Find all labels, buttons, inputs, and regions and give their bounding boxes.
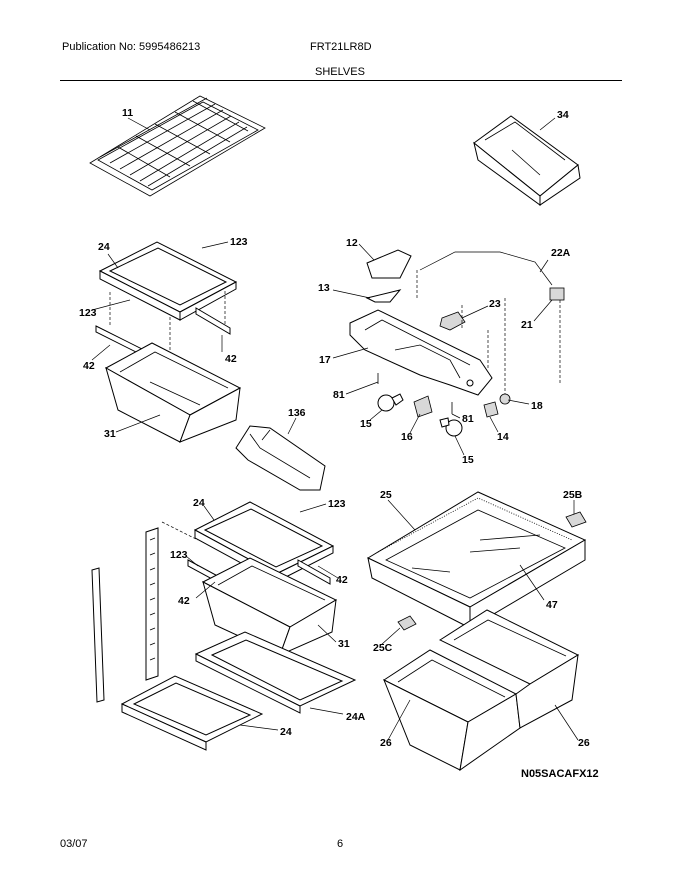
callout-17: 17 [319, 354, 331, 366]
callout-23: 23 [489, 298, 501, 310]
callout-21: 21 [521, 319, 533, 331]
callout-136: 136 [288, 407, 306, 419]
page-number: 6 [337, 838, 344, 850]
glass-shelf-24a[interactable] [194, 631, 357, 714]
light-socket[interactable] [413, 395, 433, 418]
crisper-cover-frame[interactable] [366, 491, 587, 629]
dairy-bin[interactable] [473, 115, 581, 206]
callout-42: 42 [83, 360, 95, 372]
publication-number: Publication No: 5995486213 [62, 41, 201, 53]
callout-25c: 25C [373, 642, 393, 654]
callout-34: 34 [557, 109, 569, 121]
callout-14: 14 [497, 431, 509, 443]
callout-31: 31 [104, 428, 116, 440]
damper-control[interactable] [365, 289, 402, 303]
callout-15: 15 [360, 418, 372, 430]
wire-harness[interactable] [419, 251, 565, 301]
callout-123: 123 [230, 236, 248, 248]
switch-button[interactable] [499, 393, 511, 405]
crisper-drawer-lower[interactable] [201, 557, 338, 656]
section-title: SHELVES [315, 66, 365, 78]
model-number: FRT21LR8D [310, 41, 372, 53]
divider-insert[interactable] [235, 425, 326, 491]
callout-25: 25 [380, 489, 392, 501]
callout-24a: 24A [346, 711, 366, 723]
light-bulb-left[interactable] [377, 393, 404, 412]
callout-22a: 22A [551, 247, 571, 259]
callout-26: 26 [578, 737, 590, 749]
callout-42: 42 [336, 574, 348, 586]
callout-24: 24 [193, 497, 205, 509]
publication-date: 03/07 [60, 838, 88, 850]
thermostat[interactable] [439, 311, 466, 331]
callout-42: 42 [225, 353, 237, 365]
leader-lines [91, 117, 579, 741]
callout-12: 12 [346, 237, 358, 249]
callout-25b: 25B [563, 489, 583, 501]
callout-15: 15 [462, 454, 474, 466]
wire-shelf[interactable] [89, 95, 266, 197]
callout-81: 81 [462, 413, 474, 425]
diagram-code: N05SACAFX12 [521, 768, 599, 780]
side-support-rail[interactable] [145, 521, 206, 706]
callout-81: 81 [333, 389, 345, 401]
callout-24: 24 [98, 241, 110, 253]
control-housing[interactable] [349, 309, 493, 396]
side-bracket[interactable] [91, 567, 105, 703]
crisper-drawer-left[interactable] [382, 649, 521, 772]
callout-123: 123 [170, 549, 188, 561]
light-switch[interactable] [483, 401, 499, 418]
callout-26: 26 [380, 737, 392, 749]
light-bulb-right[interactable] [439, 417, 463, 437]
callout-24: 24 [280, 726, 292, 738]
crisper-drawer-upper[interactable] [104, 342, 242, 443]
callout-31: 31 [338, 638, 350, 650]
callout-13: 13 [318, 282, 330, 294]
callout-labels: 11 34 24 123 123 42 42 31 12 22A 13 23 2… [79, 107, 590, 749]
callout-18: 18 [531, 400, 543, 412]
air-damper[interactable] [366, 249, 412, 279]
glass-shelf-upper[interactable] [98, 241, 238, 321]
cover-clip-25b[interactable] [565, 511, 587, 528]
callout-42: 42 [178, 595, 190, 607]
glass-shelf-bottom[interactable] [120, 675, 264, 751]
header-rule [60, 80, 622, 81]
callout-123: 123 [79, 307, 97, 319]
callout-16: 16 [401, 431, 413, 443]
cover-clip-25c[interactable] [397, 615, 417, 631]
callout-123: 123 [328, 498, 346, 510]
callout-47: 47 [546, 599, 558, 611]
crisper-drawer-right[interactable] [438, 609, 580, 729]
callout-11: 11 [122, 107, 133, 119]
